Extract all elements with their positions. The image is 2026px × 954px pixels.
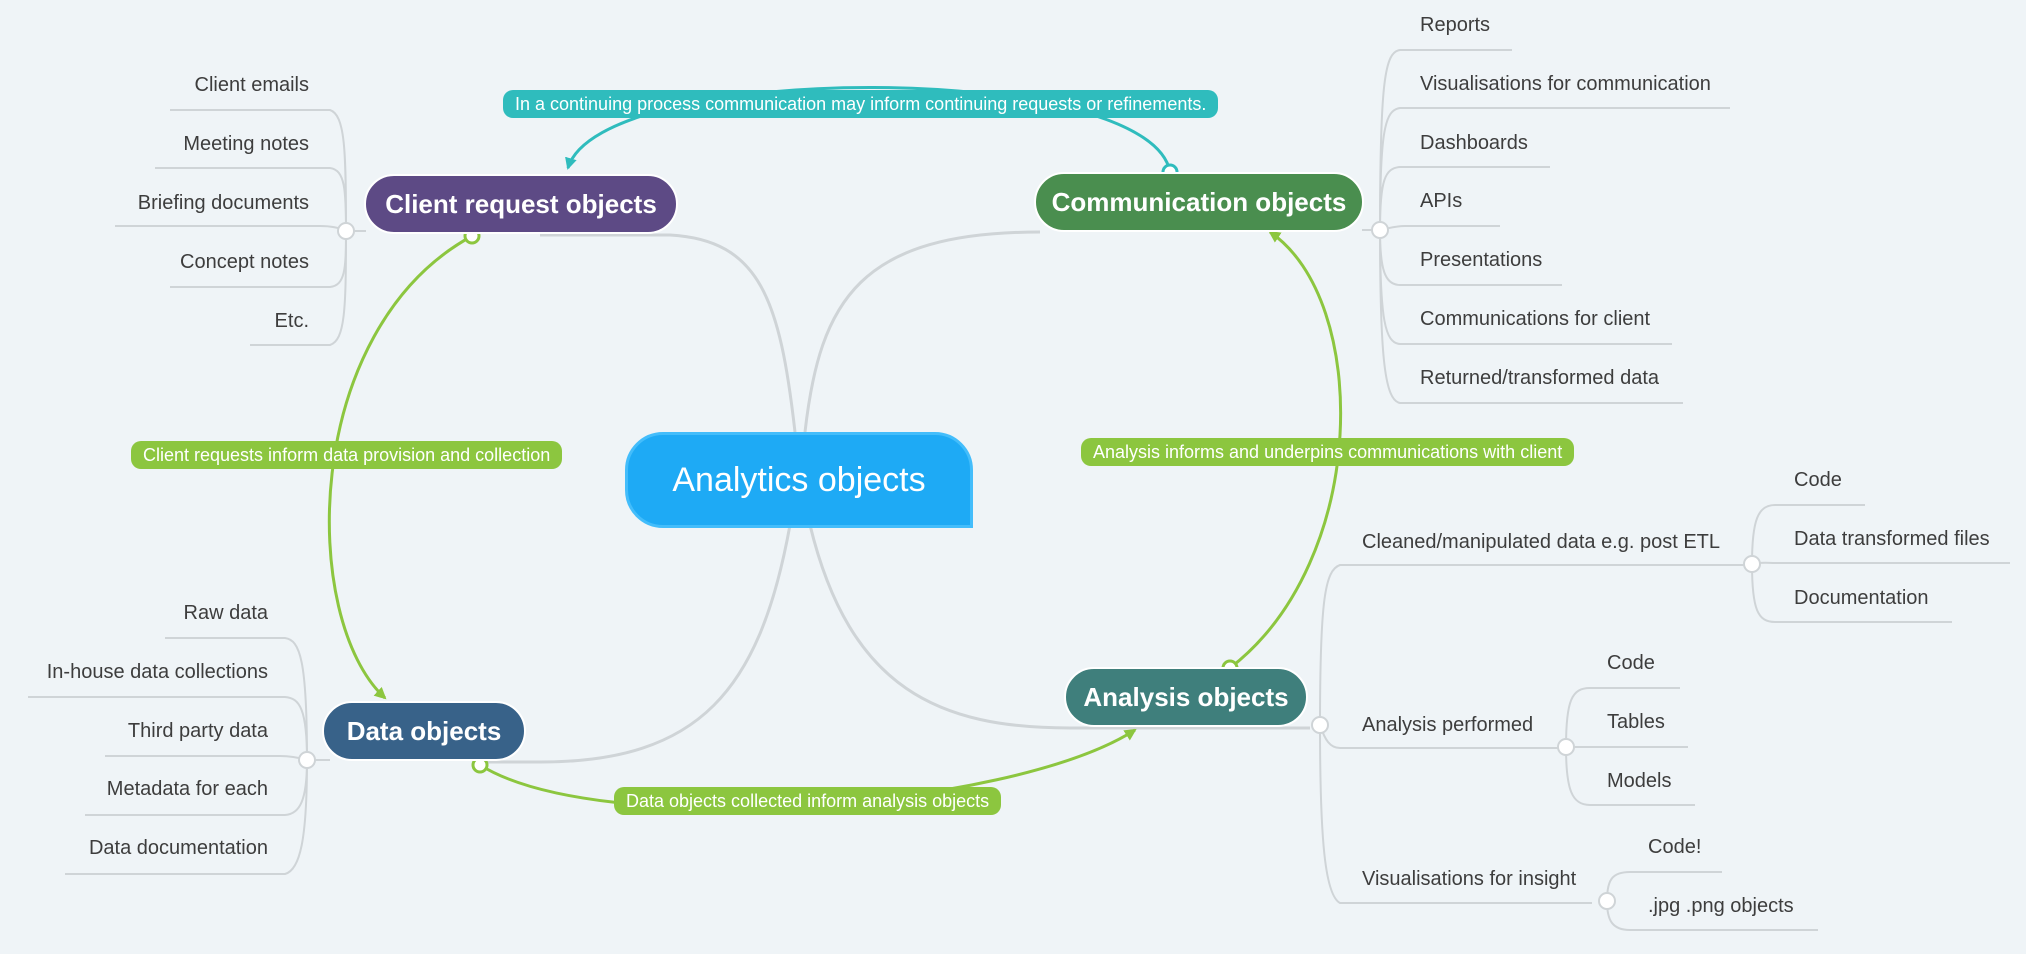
leaf-returned-transformed-data[interactable]: Returned/transformed data [1420,367,1660,389]
branch-communication [803,230,1041,433]
leaf-tables[interactable]: Tables [1607,711,1665,733]
relationship-label-comm-to-client[interactable]: In a continuing process communication ma… [503,90,1219,118]
leaf-client-emails[interactable]: Client emails [194,74,309,96]
leaf-metadata-for-each[interactable]: Metadata for each [106,778,268,800]
relationship-line-analysis-to-comm [1229,230,1343,670]
branch-analysis [808,524,1310,730]
topic-analysis[interactable]: Analysis objects [1064,667,1308,727]
leaf-visualisations-for-communication[interactable]: Visualisations for communication [1420,73,1711,95]
branch-client [540,233,797,433]
leaf-presentations[interactable]: Presentations [1420,249,1543,271]
leaf-reports[interactable]: Reports [1420,14,1491,36]
topic-client-request-label: Client request objects [385,188,657,219]
leaf-jpg-png-objects[interactable]: .jpg .png objects [1648,895,1794,917]
leaf-raw-data[interactable]: Raw data [183,602,269,624]
leaf-models[interactable]: Models [1607,770,1672,792]
central-topic[interactable]: Analytics objects [625,432,973,528]
leaf-data-transformed-files[interactable]: Data transformed files [1794,528,1990,550]
leaf-meeting-notes[interactable]: Meeting notes [183,133,309,155]
topic-communication[interactable]: Communication objects [1034,172,1364,232]
topic-client-request[interactable]: Client request objects [364,174,678,234]
leaf-concept-notes[interactable]: Concept notes [180,251,309,273]
leaf-documentation[interactable]: Documentation [1794,587,1929,609]
central-topic-label: Analytics objects [672,460,926,499]
leaf-analysis-code[interactable]: Code [1607,652,1655,674]
relationship-label-analysis-to-comm[interactable]: Analysis informs and underpins communica… [1081,438,1575,466]
topic-analysis-label: Analysis objects [1083,681,1289,712]
leaf-cleaned-code[interactable]: Code [1794,469,1842,491]
relationship-line-client-to-data [327,234,473,700]
leaf-briefing-documents[interactable]: Briefing documents [137,192,309,214]
relationship-label-client-to-data[interactable]: Client requests inform data provision an… [131,441,563,469]
leaf-dashboards[interactable]: Dashboards [1420,132,1528,154]
leaf-apis[interactable]: APIs [1420,190,1463,212]
leaf-third-party-data[interactable]: Third party data [127,720,268,742]
topic-communication-label: Communication objects [1051,186,1347,217]
relationship-line-comm-to-client [565,86,1172,173]
leaf-vis-code[interactable]: Code! [1648,836,1702,858]
leaf-data-documentation[interactable]: Data documentation [88,837,268,859]
subtopic-cleaned-data[interactable]: Cleaned/manipulated data e.g. post ETL [1362,531,1721,553]
leaf-etc[interactable]: Etc. [274,310,309,332]
leaf-in-house-data-collections[interactable]: In-house data collections [46,661,268,683]
subtopic-visualisations-for-insight[interactable]: Visualisations for insight [1362,868,1577,890]
subtopic-analysis-performed[interactable]: Analysis performed [1362,714,1534,736]
relationship-label-data-to-analysis[interactable]: Data objects collected inform analysis o… [614,787,1002,815]
leaf-communications-for-client[interactable]: Communications for client [1420,308,1651,330]
topic-data[interactable]: Data objects [322,701,526,761]
topic-data-label: Data objects [346,715,502,746]
branch-data [480,524,792,764]
